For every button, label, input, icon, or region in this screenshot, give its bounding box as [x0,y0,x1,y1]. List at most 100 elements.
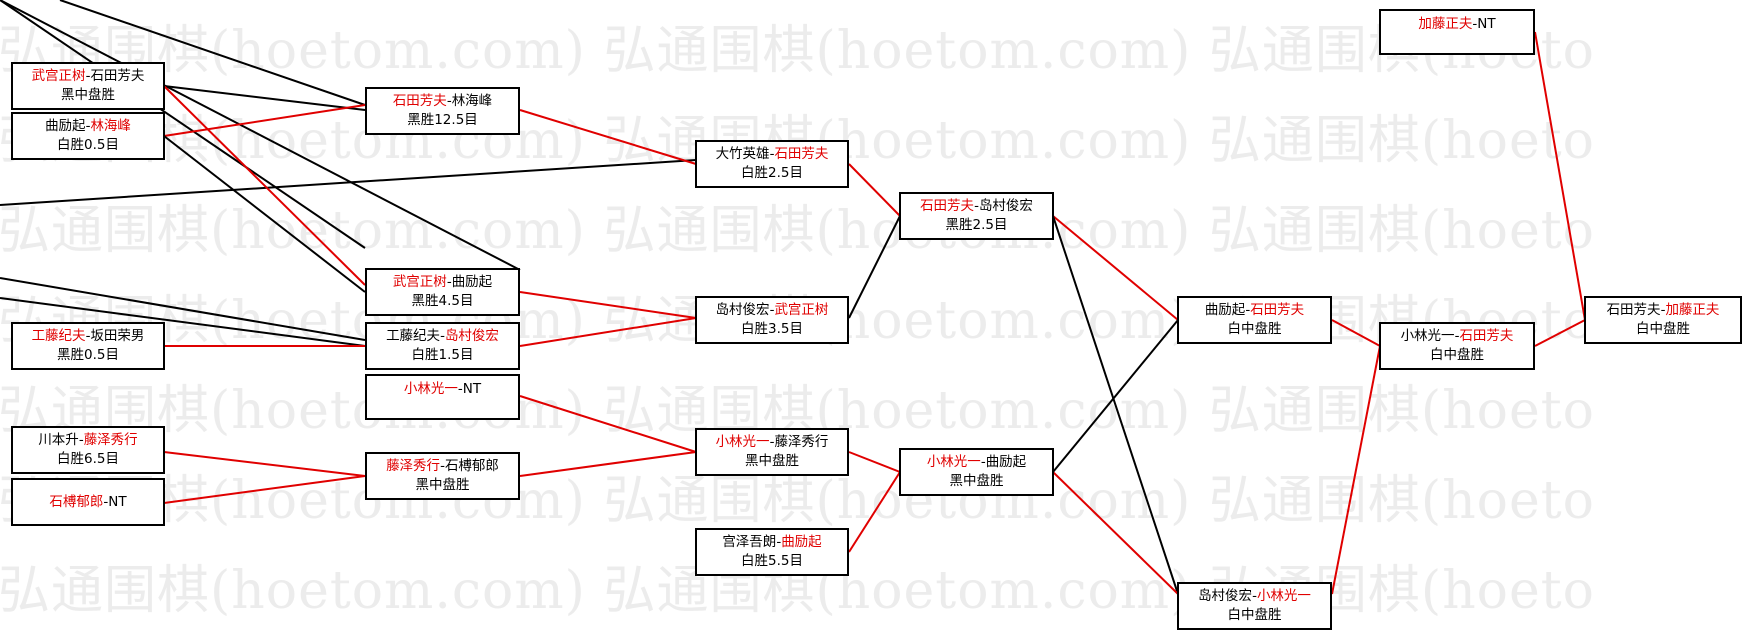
player-name: 岛村俊宏 [715,302,770,318]
player-name: 小林光一 [1256,588,1311,604]
player-name: 小林光一 [1400,328,1455,344]
connector-line [1331,345,1381,595]
match-box: 小林光一-石田芳夫 白中盘胜 [1379,322,1535,370]
match-players: 加藤正夫-NT [1418,15,1495,34]
match-box: 石田芳夫-林海峰 黑胜12.5目 [365,87,520,135]
player-name: NT [1477,16,1496,32]
match-players: 石田芳夫-岛村俊宏 [920,197,1033,216]
connector-line [1534,31,1586,321]
separator: - [78,432,84,448]
match-players: 藤泽秀行-石榑郁郎 [386,457,499,476]
player-name: 石榑郁郎 [49,493,104,510]
match-result: 黑胜12.5目 [407,112,478,128]
player-name: 石田芳夫 [1606,302,1661,318]
match-players: 工藤纪夫-岛村俊宏 [386,327,499,346]
player-name: 石田芳夫 [920,198,975,214]
match-box: 石田芳夫-岛村俊宏 黑胜2.5目 [899,192,1054,240]
player-name: 武宫正树 [774,302,829,318]
match-result: 黑中盘胜 [415,477,470,493]
match-players: 岛村俊宏-武宫正树 [716,301,829,320]
player-name: 林海峰 [90,118,131,134]
match-result: 黑中盘胜 [949,473,1004,489]
match-players: 小林光一-藤泽秀行 [716,433,829,452]
match-players: 岛村俊宏-小林光一 [1198,587,1311,606]
player-name: 岛村俊宏 [444,328,499,344]
connector-line [1052,319,1179,473]
separator: - [85,118,91,134]
separator: - [440,328,445,344]
match-result: 黑胜4.5目 [411,293,474,309]
separator: - [769,302,775,318]
player-name: 石田芳夫 [1459,328,1514,344]
match-box: 石田芳夫-加藤正夫 白中盘胜 [1584,296,1742,344]
connector-line [163,85,366,111]
match-box: 岛村俊宏-小林光一 白中盘胜 [1177,582,1332,630]
separator: - [85,328,91,344]
match-box: 藤泽秀行-石榑郁郎 黑中盘胜 [365,452,520,500]
match-result: 白胜0.5目 [57,137,119,153]
match-players: 武宫正树-曲励起 [393,273,492,292]
match-result: 黑中盘胜 [745,453,799,469]
player-name: 林海峰 [451,93,493,109]
connector-line [1534,319,1586,347]
player-name: 工藤纪夫 [31,328,86,344]
match-result: 黑中盘胜 [61,87,115,103]
match-result: 白胜6.5目 [57,451,119,467]
player-name: 川本升 [38,432,79,448]
match-players: 小林光一-石田芳夫 [1401,327,1514,346]
connector-line [59,0,366,106]
connector-line [163,85,366,286]
connector-line [519,291,697,319]
player-name: 武宫正树 [392,274,447,290]
match-box: 加藤正夫-NT [1379,9,1535,55]
player-name: 曲励起 [451,274,493,290]
match-players: 川本升-藤泽秀行 [38,431,137,450]
connector-line [848,471,901,553]
player-name: 曲励起 [1204,302,1246,318]
connector-line [519,109,697,165]
separator: - [980,454,986,470]
connector-line [163,451,366,477]
separator: - [446,274,452,290]
connector-line [1331,319,1381,347]
player-name: 宫泽吾朗 [722,534,777,550]
connector-line [0,159,697,206]
separator: - [85,68,91,84]
match-result: 白胜1.5目 [411,347,474,363]
match-result: 黑胜2.5目 [945,217,1008,233]
match-players: 曲励起-林海峰 [45,117,131,136]
connector-line [1052,215,1179,321]
separator: - [1252,588,1257,604]
separator: - [769,146,775,162]
match-result: 白胜2.5目 [741,165,803,181]
match-box: 曲励起-林海峰 白胜0.5目 [11,112,165,160]
separator: - [446,93,452,109]
player-name: 曲励起 [985,454,1027,470]
connector-line [0,297,366,347]
player-name: NT [462,381,482,397]
player-name: 坂田荣男 [90,328,145,344]
player-name: 小林光一 [715,434,770,450]
player-name: 藤泽秀行 [774,434,829,450]
player-name: 藤泽秀行 [386,458,441,474]
separator: - [769,434,775,450]
player-name: 石榑郁郎 [444,458,499,474]
separator: - [457,381,463,397]
player-name: 加藤正夫 [1418,16,1473,32]
connector-line [0,277,366,341]
match-box: 工藤纪夫-岛村俊宏 白胜1.5目 [365,322,520,370]
match-players: 工藤纪夫-坂田荣男 [32,327,145,346]
match-players: 小林光一-NT [404,380,481,399]
match-box: 小林光一-曲励起 黑中盘胜 [899,448,1054,496]
player-name: 岛村俊宏 [978,198,1033,214]
match-box: 小林光一-藤泽秀行 黑中盘胜 [695,428,849,476]
match-result: 白中盘胜 [1227,321,1282,337]
match-box: 石榑郁郎-NT [11,478,165,526]
connector-line [0,0,521,271]
player-name: 曲励起 [45,118,86,134]
player-name: 石田芳夫 [774,146,829,162]
match-players: 石田芳夫-加藤正夫 [1607,301,1720,320]
match-box: 工藤纪夫-坂田荣男 黑胜0.5目 [11,322,165,370]
separator: - [103,493,109,510]
